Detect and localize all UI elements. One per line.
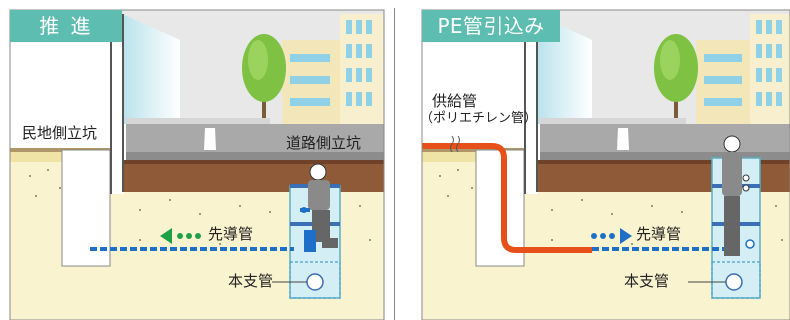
road: [126, 124, 384, 152]
panel-divider: [394, 8, 395, 320]
main-pipe: [306, 273, 324, 291]
supply-pipe-note: （ポリエチレン管）: [420, 111, 538, 126]
blue-arrow: [620, 228, 632, 244]
main-pipe-box: [289, 261, 341, 299]
left-panel-tab: 推 進: [10, 10, 122, 42]
sky: [122, 14, 180, 124]
right-panel-illustration: [421, 9, 790, 320]
green-arrow: [160, 228, 172, 244]
private-shaft: [61, 149, 111, 267]
road-shaft-label: 道路側立坑: [286, 134, 362, 152]
supply-pipe-label: 供給管: [432, 92, 478, 110]
tree-trunk: [262, 88, 266, 124]
road: [540, 124, 790, 152]
soil-layer: [122, 160, 384, 192]
right-main-pipe-label: 本支管: [624, 272, 670, 290]
private-shaft: [475, 149, 525, 267]
private-shaft-label: 民地側立坑: [22, 124, 98, 142]
worker-figure: [722, 135, 755, 256]
tree-trunk: [674, 88, 678, 124]
left-panel-illustration: [9, 9, 385, 320]
pe-pipe: [422, 143, 592, 253]
left-main-pipe-label: 本支管: [228, 272, 274, 290]
main-pipe-box: [711, 261, 761, 299]
worker-figure: [300, 163, 338, 252]
right-panel-tab: PE管引込み: [422, 10, 560, 42]
main-pipe: [725, 273, 743, 291]
left-pilot-pipe-label: 先導管: [208, 225, 254, 243]
right-pilot-pipe-label: 先導管: [636, 225, 682, 243]
